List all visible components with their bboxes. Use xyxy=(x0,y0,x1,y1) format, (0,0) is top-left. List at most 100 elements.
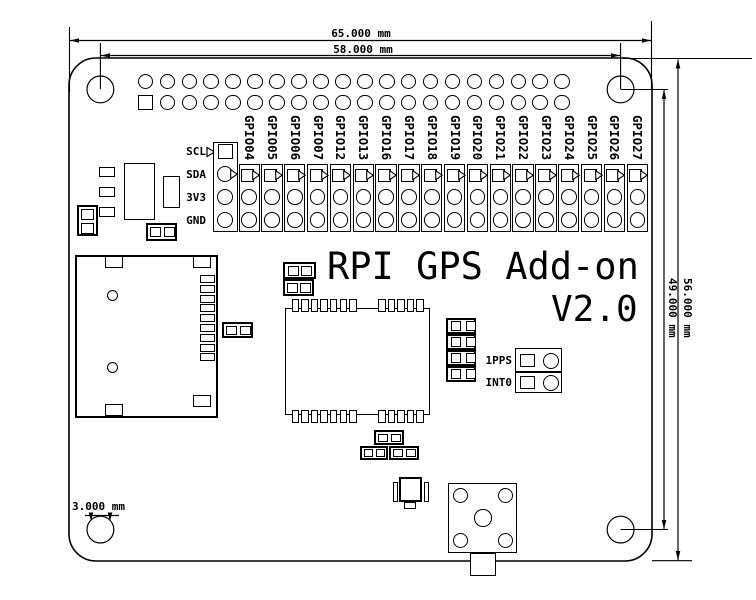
module-pad xyxy=(200,343,215,352)
pad-round xyxy=(309,212,326,228)
chip-pad xyxy=(416,299,424,312)
chip-pad xyxy=(310,410,319,423)
pad-round xyxy=(424,189,440,205)
pad-round xyxy=(401,189,417,205)
header-pin-hole xyxy=(159,73,176,90)
pad-square xyxy=(451,321,461,331)
chip-pad xyxy=(378,410,386,423)
pad-square xyxy=(520,354,535,367)
pad-round xyxy=(583,212,600,228)
header-pin-hole xyxy=(203,73,220,90)
module-pad xyxy=(200,333,215,342)
header-pin-hole xyxy=(532,94,549,111)
pin1-marker-icon xyxy=(594,169,603,181)
pad-square xyxy=(163,227,175,237)
header-pin-hole xyxy=(137,73,154,90)
dim-label-hole-span-y: 49.000 mm xyxy=(665,278,679,338)
header-pin-hole xyxy=(357,73,373,90)
smd-component xyxy=(163,176,180,208)
pad-square xyxy=(375,449,385,457)
chip-pad xyxy=(406,410,415,423)
module-pad xyxy=(200,284,215,293)
signal-label-1pps: 1PPS xyxy=(485,353,513,367)
pad-round xyxy=(542,352,559,369)
header-pin-hole xyxy=(532,73,549,90)
header-pin-hole xyxy=(400,94,417,111)
pad-round xyxy=(378,212,394,228)
pin1-marker-icon xyxy=(571,169,580,181)
gpio-label: GPIO19 xyxy=(447,115,463,161)
pad-square xyxy=(466,321,476,331)
header-pin-hole xyxy=(313,73,329,90)
pad-round xyxy=(355,189,372,205)
pad-round xyxy=(217,212,233,228)
pin1-marker-icon xyxy=(480,169,489,181)
header-pin-hole xyxy=(422,73,439,90)
chip-pad xyxy=(387,410,396,423)
pad-round xyxy=(309,189,326,205)
antenna-pad xyxy=(497,532,514,549)
audio-jack-flange xyxy=(393,482,398,502)
chip-pad xyxy=(291,299,299,312)
pin1-marker-icon xyxy=(252,169,261,181)
header-pin-hole xyxy=(181,73,198,90)
pin1-marker-icon xyxy=(640,169,649,181)
module-pad xyxy=(200,314,215,323)
gpio-label: GPIO26 xyxy=(607,115,623,161)
pad-round xyxy=(606,189,623,205)
pad-round xyxy=(469,212,486,228)
pad-round xyxy=(561,212,577,228)
pin1-marker-icon xyxy=(389,169,398,181)
header-pin-hole xyxy=(181,94,198,111)
chip-pad xyxy=(378,299,386,312)
header-pin-hole xyxy=(422,94,439,111)
gpio-label: GPIO07 xyxy=(310,115,326,161)
chip-pad xyxy=(406,299,415,312)
module-hole xyxy=(106,361,118,373)
module-pad xyxy=(200,294,215,303)
pad-round xyxy=(583,189,600,205)
pad-square xyxy=(466,353,476,363)
chip-pad xyxy=(301,299,309,312)
pin-label-gnd: GND xyxy=(186,213,206,227)
chip-pad xyxy=(416,410,424,423)
smd-pad xyxy=(99,187,115,197)
pad-square xyxy=(81,209,94,220)
pin1-marker-icon xyxy=(366,169,375,181)
dim-label-hole-span-x: 58.000 mm xyxy=(333,42,393,56)
pin1-marker-icon xyxy=(526,169,535,181)
header-pin-hole xyxy=(488,94,505,111)
dimension-arrows xyxy=(70,38,681,560)
gpio-label: GPIO05 xyxy=(264,115,280,161)
pin1-marker-icon xyxy=(549,169,558,181)
header-pin-hole xyxy=(510,94,527,111)
antenna-pad xyxy=(497,487,514,504)
pad-square xyxy=(81,223,94,234)
pad-square xyxy=(406,449,416,457)
pad-round xyxy=(606,212,623,228)
gpio-label: GPIO25 xyxy=(584,115,600,161)
smd-pad xyxy=(99,167,115,177)
chip-pad xyxy=(291,410,299,423)
header-pin-hole xyxy=(291,73,307,90)
pad-round xyxy=(446,212,463,228)
header-pin-hole xyxy=(378,94,395,111)
pad-square xyxy=(451,337,461,347)
pad-round xyxy=(424,212,440,228)
scl-pin-marker-icon xyxy=(206,146,216,158)
pad-square xyxy=(378,433,388,442)
header-pin-hole xyxy=(269,94,285,111)
pad-round xyxy=(355,212,372,228)
gpio-label: GPIO21 xyxy=(493,115,509,161)
chip-pad xyxy=(329,299,338,312)
header-pin-hole xyxy=(159,94,176,111)
gpio-label: GPIO13 xyxy=(356,115,372,161)
pad-round xyxy=(287,212,303,228)
pad-round xyxy=(217,189,233,205)
pin1-marker-icon xyxy=(275,169,284,181)
pad-round xyxy=(332,212,349,228)
pin-label-3v3: 3V3 xyxy=(186,190,206,204)
header-pin-hole xyxy=(444,94,461,111)
gpio-label: GPIO23 xyxy=(538,115,554,161)
